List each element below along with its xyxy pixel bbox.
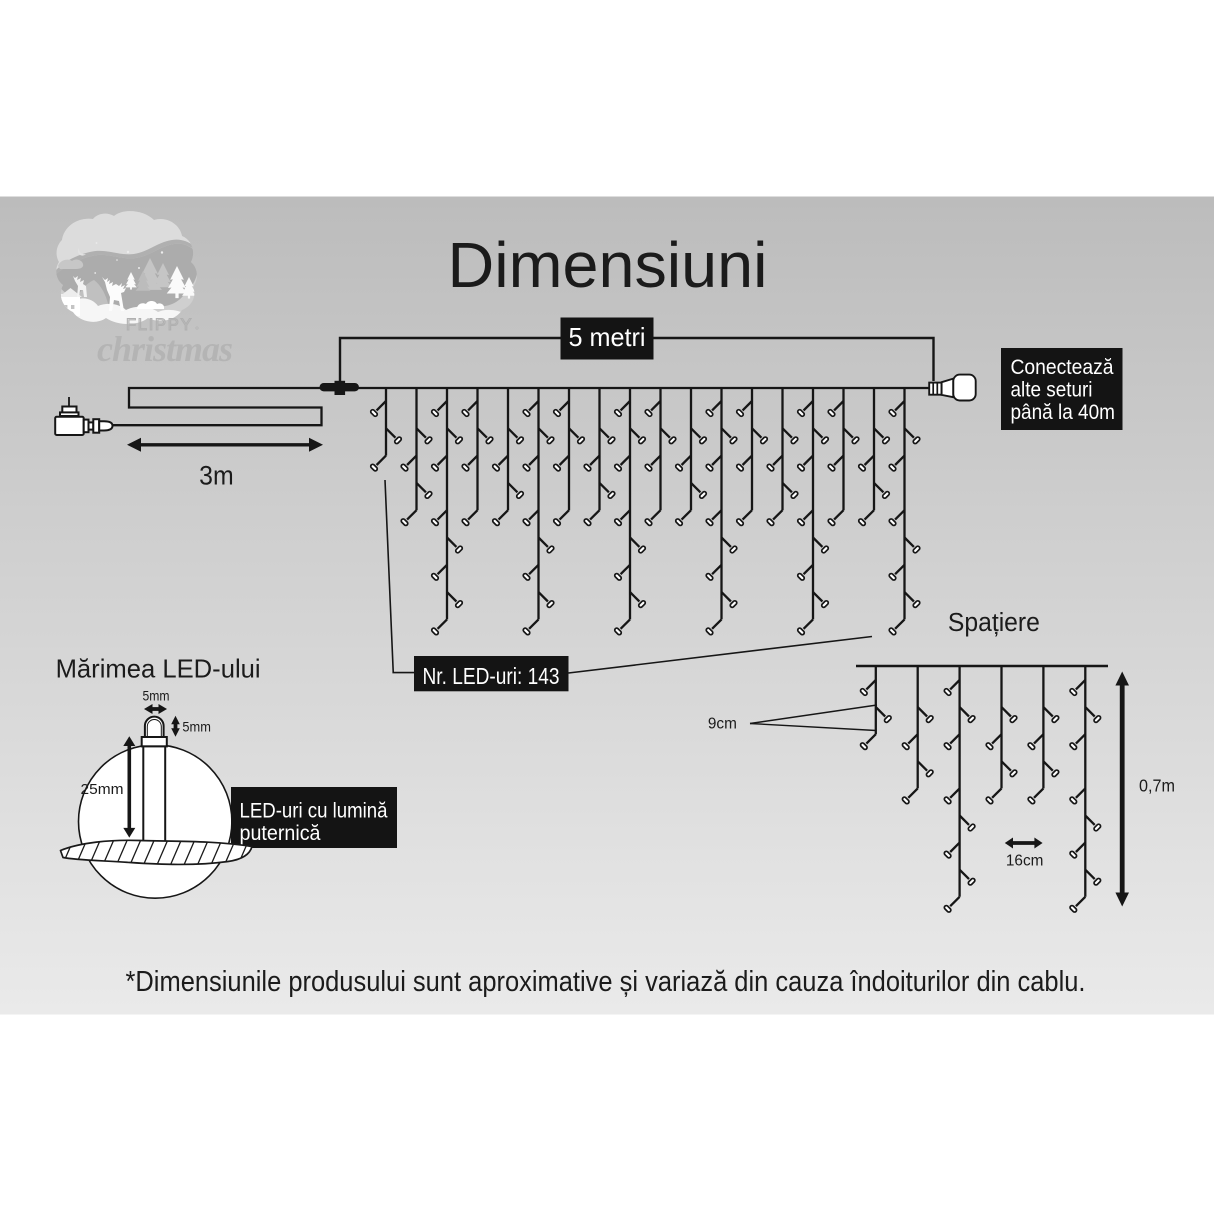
svg-text:*Dimensiunile produsului sunt: *Dimensiunile produsului sunt aproximati… (126, 966, 1086, 998)
svg-text:Spațiere: Spațiere (948, 609, 1040, 637)
svg-text:până la 40m: până la 40m (1011, 400, 1116, 424)
svg-text:christmas: christmas (97, 329, 233, 369)
svg-text:0,7m: 0,7m (1139, 776, 1175, 796)
svg-text:5mm: 5mm (143, 687, 170, 703)
svg-text:Dimensiuni: Dimensiuni (448, 229, 768, 301)
svg-text:5mm: 5mm (182, 719, 211, 735)
svg-text:FLIPPY: FLIPPY (126, 316, 194, 334)
svg-text:LED-uri cu lumină: LED-uri cu lumină (240, 800, 388, 823)
svg-text:25mm: 25mm (81, 781, 124, 798)
svg-text:16cm: 16cm (1006, 853, 1044, 870)
svg-text:Conectează: Conectează (1011, 355, 1114, 379)
svg-text:9cm: 9cm (708, 716, 737, 733)
svg-text:Mărimea LED-ului: Mărimea LED-ului (56, 653, 261, 683)
svg-text:3m: 3m (199, 461, 234, 491)
svg-text:5 metri: 5 metri (569, 322, 646, 352)
svg-text:puternică: puternică (240, 822, 321, 845)
svg-text:Nr. LED-uri: 143: Nr. LED-uri: 143 (423, 663, 560, 689)
svg-text:alte seturi: alte seturi (1011, 378, 1093, 402)
